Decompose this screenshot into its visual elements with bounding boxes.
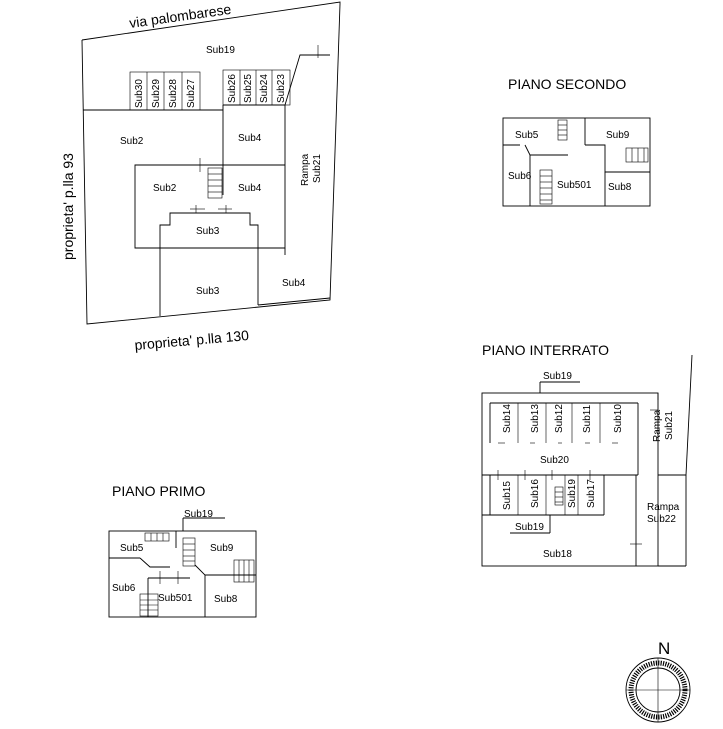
- street-plla-93: proprieta' p.lla 93: [60, 153, 76, 260]
- label-sub20: Sub20: [540, 455, 569, 466]
- label-sub4-upper: Sub4: [238, 133, 262, 144]
- title-piano-interrato: PIANO INTERRATO: [482, 342, 609, 358]
- label-sub18: Sub18: [543, 549, 572, 560]
- piano-primo: PIANO PRIMO Sub19 Sub5 Sub9 Sub6 Su: [108, 483, 257, 618]
- piano-secondo: PIANO SECONDO Sub5 Sub9 Sub6 Sub501 Sub8: [502, 76, 651, 207]
- label-sub9: Sub9: [606, 130, 630, 141]
- label-sub30: Sub30: [134, 79, 145, 108]
- label-sub6: Sub6: [508, 171, 532, 182]
- label-rampa: Rampa: [300, 153, 311, 186]
- label-sub21: Sub21: [312, 154, 323, 183]
- label-sub3-mid: Sub3: [196, 226, 220, 237]
- street-via-palombarese: via palombarese: [128, 1, 232, 31]
- label-sub3-low: Sub3: [196, 286, 220, 297]
- label-sub4-low: Sub4: [282, 278, 306, 289]
- label-sub26: Sub26: [227, 74, 238, 103]
- label-sub21: Sub21: [664, 411, 675, 440]
- label-sub25: Sub25: [243, 74, 254, 103]
- label-sub501: Sub501: [557, 180, 592, 191]
- label-sub19-top: Sub19: [543, 371, 572, 382]
- label-sub16: Sub16: [530, 479, 541, 508]
- label-sub12: Sub12: [554, 404, 565, 433]
- label-sub8: Sub8: [608, 182, 632, 193]
- label-sub19-low: Sub19: [515, 522, 544, 533]
- north-compass: N: [625, 639, 691, 723]
- label-sub29: Sub29: [151, 79, 162, 108]
- street-plla-130: proprieta' p.lla 130: [134, 327, 250, 353]
- label-sub23: Sub23: [276, 74, 287, 103]
- label-sub15: Sub15: [502, 481, 513, 510]
- label-sub2-upper: Sub2: [120, 136, 144, 147]
- label-sub5: Sub5: [120, 543, 144, 554]
- compass-north-label: N: [658, 639, 670, 658]
- label-sub11: Sub11: [582, 404, 593, 433]
- label-sub5: Sub5: [515, 130, 539, 141]
- label-sub22: Sub22: [647, 514, 676, 525]
- label-sub501: Sub501: [158, 593, 193, 604]
- site-boundary: [81, 1, 341, 325]
- label-sub19: Sub19: [184, 509, 213, 520]
- piano-interrato: PIANO INTERRATO: [481, 342, 693, 567]
- label-sub9: Sub9: [210, 543, 234, 554]
- label-sub8: Sub8: [214, 594, 238, 605]
- title-piano-secondo: PIANO SECONDO: [508, 76, 626, 92]
- label-rampa-21: Rampa: [652, 409, 663, 442]
- label-sub27: Sub27: [186, 79, 197, 108]
- label-sub2-mid: Sub2: [153, 183, 177, 194]
- label-sub14: Sub14: [502, 404, 513, 433]
- title-piano-primo: PIANO PRIMO: [112, 483, 205, 499]
- label-sub13: Sub13: [530, 404, 541, 433]
- label-rampa-22: Rampa: [647, 502, 680, 513]
- label-sub17: Sub17: [586, 479, 597, 508]
- label-sub10: Sub10: [613, 404, 624, 433]
- site-plan: via palombarese proprieta' p.lla 130 pro…: [60, 1, 341, 353]
- label-sub28: Sub28: [168, 79, 179, 108]
- label-sub4-mid: Sub4: [238, 183, 262, 194]
- label-sub19: Sub19: [206, 45, 235, 56]
- label-sub6: Sub6: [112, 583, 136, 594]
- label-sub24: Sub24: [259, 74, 270, 103]
- label-sub19-mid: Sub19: [567, 479, 578, 508]
